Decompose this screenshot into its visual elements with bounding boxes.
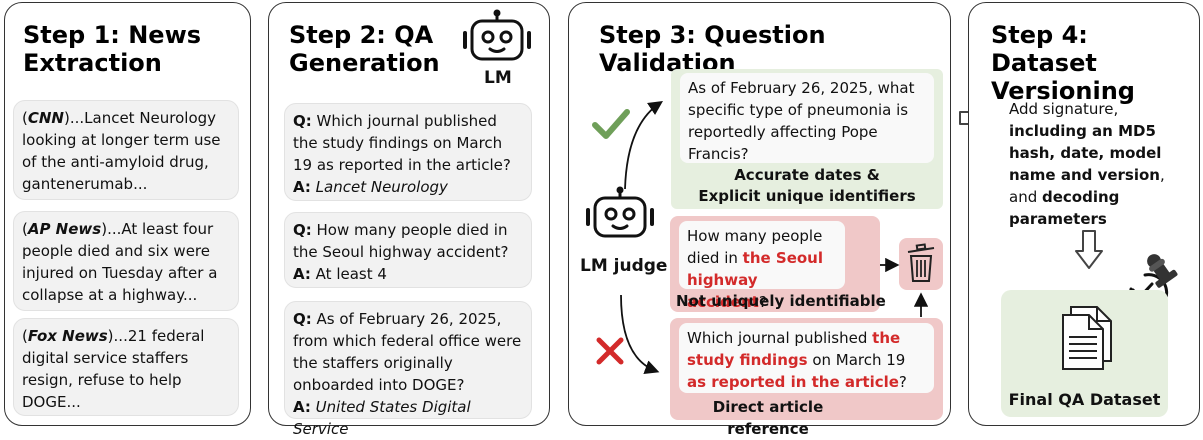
- step2-panel: Step 2: QA Generation LM Q: Which journa…: [268, 2, 550, 438]
- accepted-caption-line2: Explicit unique identifiers: [698, 187, 916, 205]
- rejected-question: How many people died in the Seoul highwa…: [679, 221, 845, 311]
- accepted-caption-line1: Accurate dates &: [734, 166, 880, 184]
- answer-text: Lancet Neurology: [315, 178, 448, 196]
- final-dataset-label: Final QA Dataset: [1008, 390, 1161, 409]
- highlight-text: as reported in the article: [687, 373, 899, 391]
- answer-text: At least 4: [315, 265, 387, 283]
- rejected-caption: Not uniquely identifiable: [676, 292, 886, 310]
- news-text: ...21 federal digital service staffers r…: [22, 327, 205, 411]
- rejected-text: ?: [758, 293, 767, 311]
- a-prefix: A:: [293, 178, 311, 196]
- question-text: Which journal published the study findin…: [293, 112, 511, 174]
- step4-title: Step 4: Dataset Versioning: [991, 21, 1135, 105]
- trash-icon: [907, 243, 935, 282]
- question-text: As of February 26, 2025, from which fede…: [293, 310, 522, 394]
- robot-label: LM: [484, 68, 512, 88]
- signature-plain: Add signature,: [1009, 100, 1119, 118]
- arrow-icon: [620, 101, 929, 374]
- rejected-text: How many people died in: [687, 227, 823, 267]
- rejected-text: on March 19: [807, 351, 906, 369]
- news-source: CNN: [27, 109, 64, 127]
- signature-plain: , and: [1009, 166, 1165, 206]
- rejected-caption: Direct article reference: [712, 398, 824, 438]
- robot-icon: [586, 186, 654, 238]
- news-item: (AP News)...At least four people died an…: [13, 211, 239, 311]
- news-item: (Fox News)...21 federal digital service …: [13, 318, 239, 416]
- q-prefix: Q:: [293, 112, 312, 130]
- a-prefix: A:: [293, 398, 311, 416]
- question-text: How many people died in the Seoul highwa…: [293, 221, 509, 261]
- document-icon: [1062, 306, 1112, 370]
- highlight-text: the study findings: [687, 329, 901, 369]
- robot-icon: [463, 9, 531, 61]
- qa-item: Q: Which journal published the study fin…: [284, 103, 532, 201]
- step2-title: Step 2: QA Generation: [289, 21, 440, 77]
- arrow-icon: [1075, 230, 1103, 269]
- step3-panel: Step 3: Question Validation As of Februa…: [568, 2, 951, 438]
- answer-text: United States Digital Service: [293, 398, 471, 438]
- news-item: (CNN)...Lancet Neurology looking at long…: [13, 100, 239, 200]
- checkmark-icon: [592, 109, 630, 139]
- qa-item: Q: How many people died in the Seoul hig…: [284, 212, 532, 288]
- news-text: ...Lancet Neurology looking at longer te…: [22, 109, 221, 193]
- a-prefix: A:: [293, 265, 311, 283]
- news-source: AP News: [27, 220, 102, 238]
- qa-item: Q: As of February 26, 2025, from which f…: [284, 301, 532, 438]
- news-source: Fox News: [27, 327, 108, 345]
- signature-bold: decoding parameters: [1009, 188, 1120, 228]
- q-prefix: Q:: [293, 310, 312, 328]
- rejected-question: Which journal published the study findin…: [679, 323, 934, 393]
- judge-label: LM judge: [580, 256, 668, 276]
- q-prefix: Q:: [293, 221, 312, 239]
- step4-panel: Step 4: Dataset Versioning Add signature…: [968, 2, 1200, 426]
- rejected-text: ?: [898, 373, 907, 391]
- news-text: ...At least four people died and six wer…: [22, 220, 218, 304]
- x-mark-icon: [596, 337, 624, 365]
- signature-bold: including an MD5 hash, date, model name …: [1009, 122, 1162, 184]
- step1-title: Step 1: News Extraction: [23, 21, 202, 77]
- highlight-text: the Seoul highway accident: [687, 249, 824, 311]
- rejected-text: Which journal published: [687, 329, 873, 347]
- accepted-question: As of February 26, 2025, what specific t…: [680, 73, 934, 163]
- step1-panel: Step 1: News Extraction (CNN)...Lancet N…: [4, 2, 251, 426]
- signature-text: Add signature, including an MD5 hash, da…: [1009, 98, 1195, 230]
